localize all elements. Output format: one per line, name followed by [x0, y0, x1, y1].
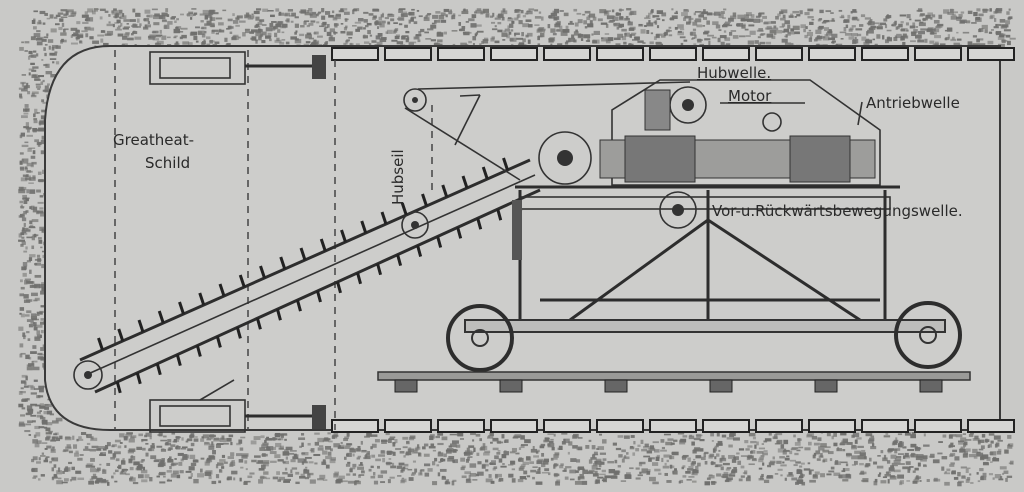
- lining-segment: [755, 47, 803, 61]
- bucket-tooth: [400, 202, 408, 216]
- lining-segment: [490, 47, 538, 61]
- lining-segment: [967, 419, 1015, 433]
- bucket-tooth: [456, 226, 463, 239]
- rail-track: [377, 371, 971, 393]
- bucket-tooth: [279, 256, 287, 270]
- bucket-conveyor: [73, 157, 541, 394]
- bucket-tooth: [299, 247, 307, 261]
- bucket-tooth: [218, 283, 226, 297]
- lining-segment: [543, 47, 591, 61]
- bucket-tooth: [97, 337, 104, 351]
- lining-segment: [914, 47, 962, 61]
- bucket-tooth: [117, 328, 125, 342]
- label-travel-shaft: Vor-u.Rückwärtsbewegungswelle.: [712, 202, 963, 220]
- bucket-tooth: [178, 301, 185, 315]
- bucket-tooth: [416, 245, 423, 257]
- bucket-tooth: [195, 345, 202, 357]
- lining-segment: [861, 419, 909, 433]
- lining-segment: [702, 47, 750, 61]
- bucket-tooth: [481, 166, 489, 180]
- label-drive-shaft: Antriebwelle: [866, 94, 960, 112]
- lining-segment: [755, 419, 803, 433]
- bucket-tooth: [316, 290, 322, 303]
- bucket-tooth: [461, 175, 469, 189]
- bucket-tooth: [441, 184, 449, 198]
- wheel-rear: [894, 301, 962, 369]
- lining-segment: [331, 47, 379, 61]
- lining-segment: [967, 47, 1015, 61]
- bucket-tooth: [135, 372, 142, 385]
- bucket-tooth: [115, 381, 122, 394]
- hoist-rope: [403, 81, 691, 181]
- label-shield-line1: Greatheat-: [113, 131, 194, 149]
- lining-segment: [437, 47, 485, 61]
- lining-segment: [596, 47, 644, 61]
- lining-segment: [543, 419, 591, 433]
- bucket-tooth: [175, 354, 182, 367]
- bucket-tooth: [157, 310, 165, 324]
- machine-body: [464, 79, 946, 333]
- bucket-tooth: [319, 238, 327, 252]
- label-hoist-shaft: Hubwelle.: [697, 64, 771, 82]
- lining-segment: [861, 47, 909, 61]
- lining-segment: [596, 419, 644, 433]
- label-hoist-rope: Hubseil: [389, 149, 407, 205]
- lining-segment: [914, 419, 962, 433]
- bucket-tooth: [396, 254, 403, 267]
- bucket-tooth: [137, 319, 145, 333]
- tunnel-lining-bottom: [331, 419, 1015, 433]
- lining-segment: [808, 47, 856, 61]
- tunnel-lining-top: [331, 47, 1015, 61]
- bucket-tooth: [340, 229, 347, 243]
- bucket-tooth: [336, 281, 342, 294]
- bucket-tooth: [215, 336, 222, 348]
- lining-segment: [702, 419, 750, 433]
- bucket-tooth: [238, 274, 246, 288]
- conveyor-buckets: [97, 157, 523, 394]
- labels: Greatheat- Schild Hubseil Hubwelle. Moto…: [113, 64, 963, 220]
- lining-segment: [437, 419, 485, 433]
- shield-jack-bottom: [149, 379, 326, 433]
- label-shield-line2: Schild: [145, 154, 190, 172]
- rail-sleeper: [499, 379, 523, 393]
- lining-segment: [649, 419, 697, 433]
- bucket-tooth: [360, 220, 368, 234]
- bucket-tooth: [421, 193, 428, 207]
- wheel-front: [446, 304, 514, 372]
- lining-segment: [384, 47, 432, 61]
- bucket-tooth: [259, 265, 266, 279]
- bucket-tooth: [502, 157, 509, 171]
- rail-sleeper: [814, 379, 838, 393]
- shield-outline: [114, 50, 433, 430]
- bucket-tooth: [496, 208, 503, 221]
- bucket-tooth: [276, 308, 282, 321]
- bucket-tooth: [255, 317, 262, 330]
- bucket-tooth: [155, 363, 162, 376]
- rail-sleeper: [919, 379, 943, 393]
- lining-segment: [808, 419, 856, 433]
- bucket-tooth: [296, 299, 302, 312]
- bucket-tooth: [380, 211, 388, 225]
- rail-sleeper: [709, 379, 733, 393]
- bucket-tooth: [376, 263, 383, 276]
- bucket-tooth: [476, 217, 483, 230]
- bucket-tooth: [235, 326, 242, 339]
- bucket-tooth: [356, 272, 362, 285]
- rail-sleeper: [394, 379, 418, 393]
- lining-segment: [649, 47, 697, 61]
- bucket-tooth: [198, 292, 206, 306]
- rail-sleeper: [604, 379, 628, 393]
- shield-jack-top: [149, 51, 326, 85]
- lining-segment: [384, 419, 432, 433]
- lining-segment: [331, 419, 379, 433]
- label-motor: Motor: [728, 87, 772, 105]
- bucket-tooth: [436, 236, 443, 248]
- lining-segment: [490, 419, 538, 433]
